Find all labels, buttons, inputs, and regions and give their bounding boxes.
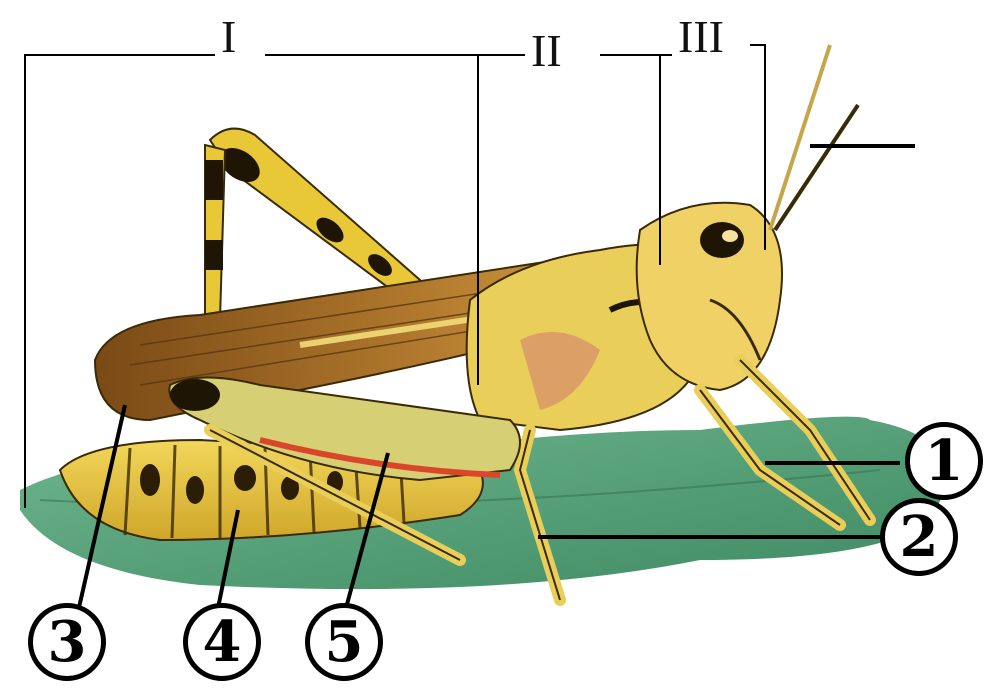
compound-eye bbox=[700, 222, 744, 258]
section-label-II: II bbox=[525, 28, 568, 74]
section-label-I: I bbox=[215, 14, 242, 60]
callout-5: 5 bbox=[305, 603, 383, 681]
callout-1: 1 bbox=[905, 422, 983, 500]
callout-2: 2 bbox=[880, 498, 958, 576]
antenna-1 bbox=[770, 45, 830, 230]
section-label-III: III bbox=[672, 14, 730, 60]
antenna-2 bbox=[775, 105, 858, 230]
callout-3: 3 bbox=[28, 603, 106, 681]
callout-4: 4 bbox=[183, 603, 261, 681]
